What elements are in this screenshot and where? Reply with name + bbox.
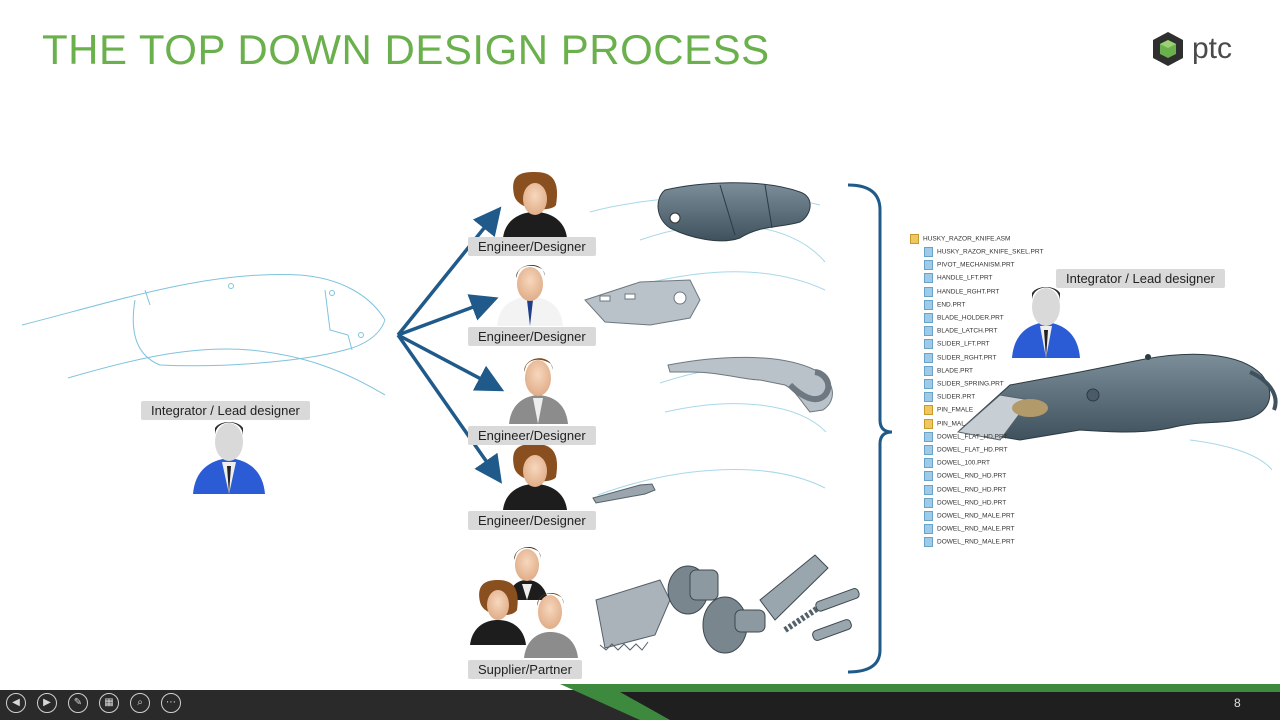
tree-item[interactable]: HANDLE_RGHT.PRT [924,286,999,300]
avatar-engineer-3 [509,358,568,424]
tree-item[interactable]: DOWEL_RND_MALE.PRT [924,511,1015,524]
tree-item[interactable]: PIN_MAL [924,418,965,432]
part-icon [924,431,933,442]
tree-item[interactable]: DOWEL_FLAT_HD.PRT [924,431,1008,445]
pen-tool-button[interactable]: ✎ [68,693,88,713]
tree-item[interactable]: DOWEL_RND_MALE.PRT [924,524,1015,537]
ptc-logo: ptc [1150,30,1250,70]
part-icon [924,365,933,376]
footer-bar [0,684,1280,720]
next-slide-button[interactable]: ▶ [37,693,57,713]
part-icon [924,537,933,548]
tree-item[interactable]: SLIDER.PRT [924,392,975,405]
tree-item[interactable]: DOWEL_RND_HD.PRT [924,497,1006,511]
label-engineer-3: Engineer/Designer [468,426,596,445]
part-icon [924,260,933,271]
part-latch [592,483,656,504]
avatar-lead-left [193,422,265,494]
tree-item[interactable]: BLADE_LATCH.PRT [924,326,997,339]
part-blade-holder [584,279,701,326]
ptc-hexagon-icon [1153,32,1183,66]
part-icon [924,326,933,337]
label-engineer-1: Engineer/Designer [468,237,596,256]
supplier-parts [595,554,860,654]
part-icon [924,299,933,310]
label-lead-left: Integrator / Lead designer [141,401,310,420]
distribution-arrows [396,206,505,484]
tree-item[interactable]: DOWEL_RND_HD.PRT [924,484,1006,498]
slide-title: THE TOP DOWN DESIGN PROCESS [42,26,770,73]
tree-item[interactable]: DOWEL_FLAT_HD.PRT [924,445,1008,458]
label-engineer-4: Engineer/Designer [468,511,596,530]
part-icon [924,352,933,363]
part-icon [924,286,933,297]
label-engineer-2: Engineer/Designer [468,327,596,346]
label-lead-right: Integrator / Lead designer [1056,269,1225,288]
tree-item[interactable]: HUSKY_RAZOR_KNIFE_SKEL.PRT [924,247,1043,260]
label-supplier: Supplier/Partner [468,660,582,679]
part-icon [924,313,933,323]
tree-item[interactable]: PIVOT_MECHANISM.PRT [924,260,1015,273]
tree-item[interactable]: DOWEL_100.PRT [924,458,990,471]
part-icon [924,247,933,257]
part-icon [924,392,933,403]
page-number: 8 [1234,696,1241,710]
avatar-engineer-4 [503,444,567,510]
part-icon [924,379,933,389]
part-icon [924,471,933,482]
previous-slide-button[interactable]: ◀ [6,693,26,713]
tree-item[interactable]: DOWEL_RND_MALE.PRT [924,537,1015,550]
part-frame [667,356,833,413]
folder-icon [924,418,933,429]
part-icon [924,524,933,535]
tree-item[interactable]: BLADE_HOLDER.PRT [924,313,1004,326]
tree-root[interactable]: HUSKY_RAZOR_KNIFE.ASM [910,234,1010,247]
tree-item[interactable]: HANDLE_LFT.PRT [924,273,993,286]
avatar-lead-right [1012,287,1080,358]
assembly-bracket [847,183,893,674]
avatar-supplier-group [470,546,578,658]
part-icon [924,339,933,350]
assembly-icon [910,234,919,244]
tree-item[interactable]: SLIDER_SPRING.PRT [924,379,1004,392]
part-icon [924,511,933,521]
tree-item[interactable]: SLIDER_RGHT.PRT [924,352,996,366]
part-icon [924,458,933,469]
skeleton-sketch [21,273,386,396]
tree-item[interactable]: DOWEL_RND_HD.PRT [924,471,1006,484]
model-tree: HUSKY_RAZOR_KNIFE.ASM HUSKY_RAZOR_KNIFE_… [905,232,1050,552]
part-icon [924,445,933,455]
tree-item[interactable]: END.PRT [924,299,965,313]
part-handle [657,182,811,242]
part-icon [924,484,933,495]
avatar-engineer-2 [497,264,563,326]
see-all-slides-button[interactable]: ▦ [99,693,119,713]
logo-text: ptc [1192,32,1233,65]
tree-item[interactable]: PIN_FMALE [924,405,973,418]
assembled-knife [956,353,1278,471]
zoom-button[interactable]: ⌕ [130,693,150,713]
part-icon [924,273,933,284]
avatar-engineer-1 [503,172,567,238]
folder-icon [924,405,933,416]
more-options-button[interactable]: ⋯ [161,693,181,713]
part-icon [924,497,933,508]
tree-item[interactable]: SLIDER_LFT.PRT [924,339,990,352]
tree-item[interactable]: BLADE.PRT [924,365,973,379]
